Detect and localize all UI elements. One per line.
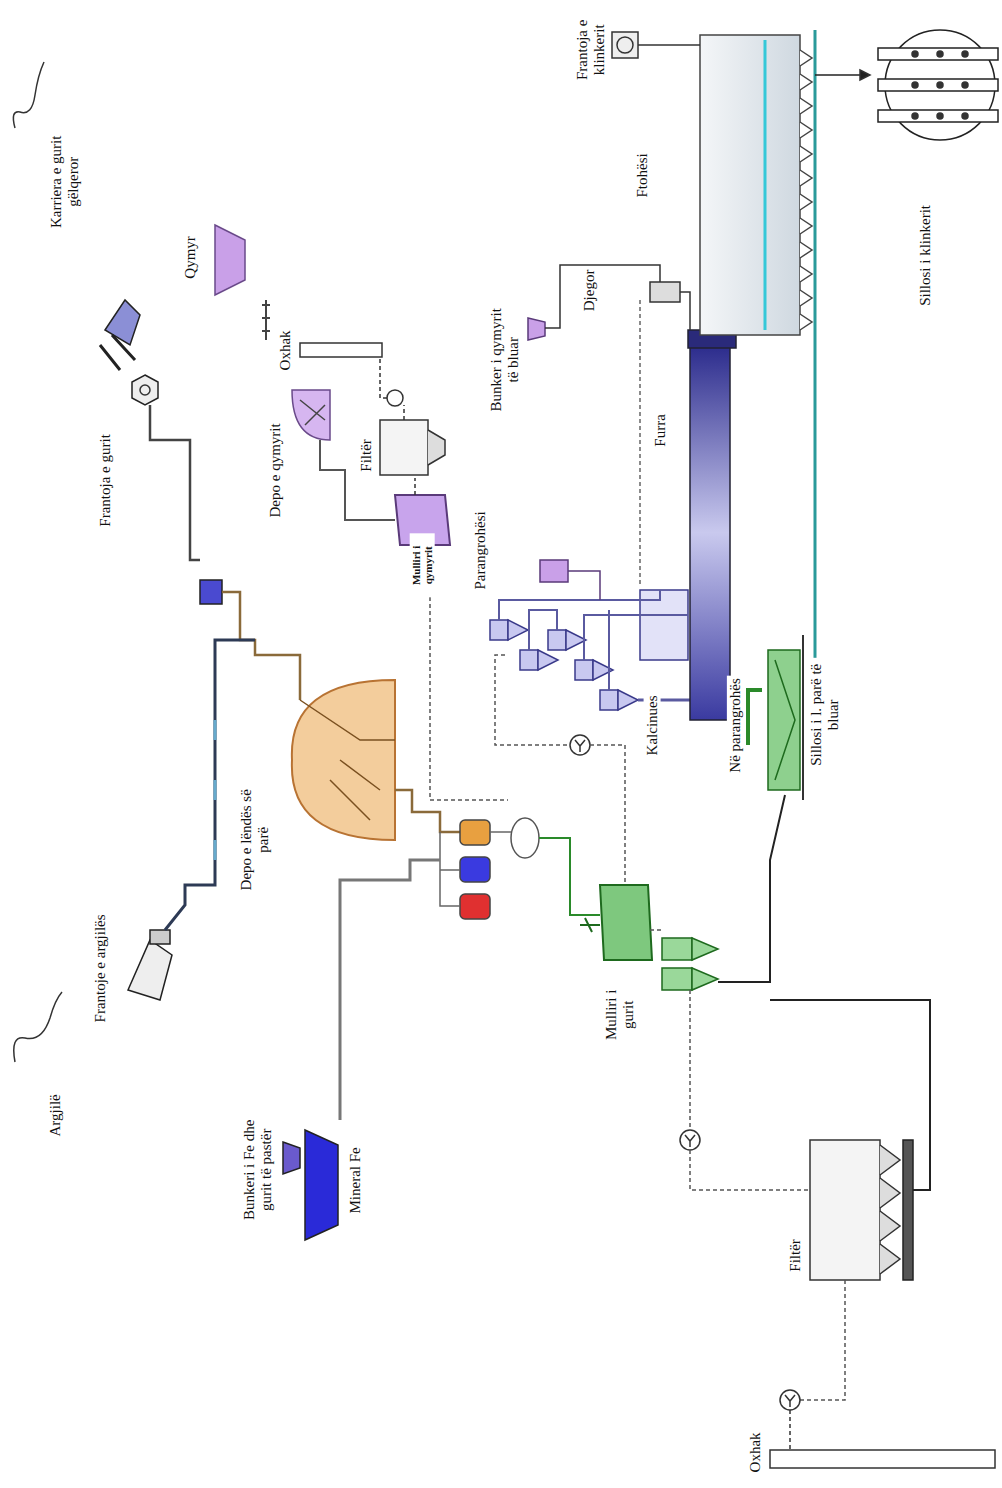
cooler-hopper <box>800 146 812 162</box>
cooler-hopper <box>800 170 812 186</box>
equipment-label: Bunkeri i Fe dhe gurit të pastër <box>241 1103 275 1237</box>
equipment-label: Argjilë <box>47 1092 64 1138</box>
equipment-label: Mulliri i qymyrit <box>410 533 435 597</box>
equipment-label: Sillosi i klinkerit <box>917 203 934 308</box>
cooler-hopper <box>800 122 812 138</box>
equipment-label: Mulliri i gurit <box>603 978 637 1052</box>
equipment-label: Filtër <box>787 1237 804 1274</box>
equipment-label: Frantoja e gurit <box>97 432 114 528</box>
equipment-label: Frantoje e argjilës <box>92 912 109 1024</box>
equipment-label: Karriera e gurit gëlqeror <box>48 120 82 244</box>
equipment-label: Mineral Fe <box>347 1145 364 1215</box>
equipment-label: Oxhak <box>747 1430 764 1474</box>
equipment-label: Në parangrohës <box>727 676 744 775</box>
cooler-hopper <box>800 98 812 114</box>
equipment-label: Ftohësi <box>634 151 651 199</box>
equipment-label: Qymyr <box>182 234 199 281</box>
equipment-label: Furra <box>652 412 669 449</box>
cooler-hopper <box>800 218 812 234</box>
equipment-label: Filtër <box>358 437 375 474</box>
cooler-hopper <box>800 266 812 282</box>
equipment-label: Oxhak <box>277 328 294 372</box>
cooler-hopper <box>800 50 812 66</box>
equipment-label: Kalcinues <box>644 693 661 757</box>
equipment-label: Frantoja e klinkerit <box>573 6 607 95</box>
cooler-hopper <box>800 290 812 306</box>
equipment-label: Sillosi i l. parë të bluar <box>808 658 842 772</box>
cooler-hopper <box>800 74 812 90</box>
equipment-label: Bunker i qymyrit të bluar <box>488 303 522 417</box>
equipment-label: Depo e qymyrit <box>267 421 284 519</box>
cooler-hopper <box>800 194 812 210</box>
equipment-label: Djegor <box>582 267 599 313</box>
equipment-label: Depo e lëndës së parë <box>238 783 272 897</box>
cooler-hopper <box>800 314 812 330</box>
cooler-hopper <box>800 242 812 258</box>
equipment-label: Parangrohësi <box>472 509 489 591</box>
